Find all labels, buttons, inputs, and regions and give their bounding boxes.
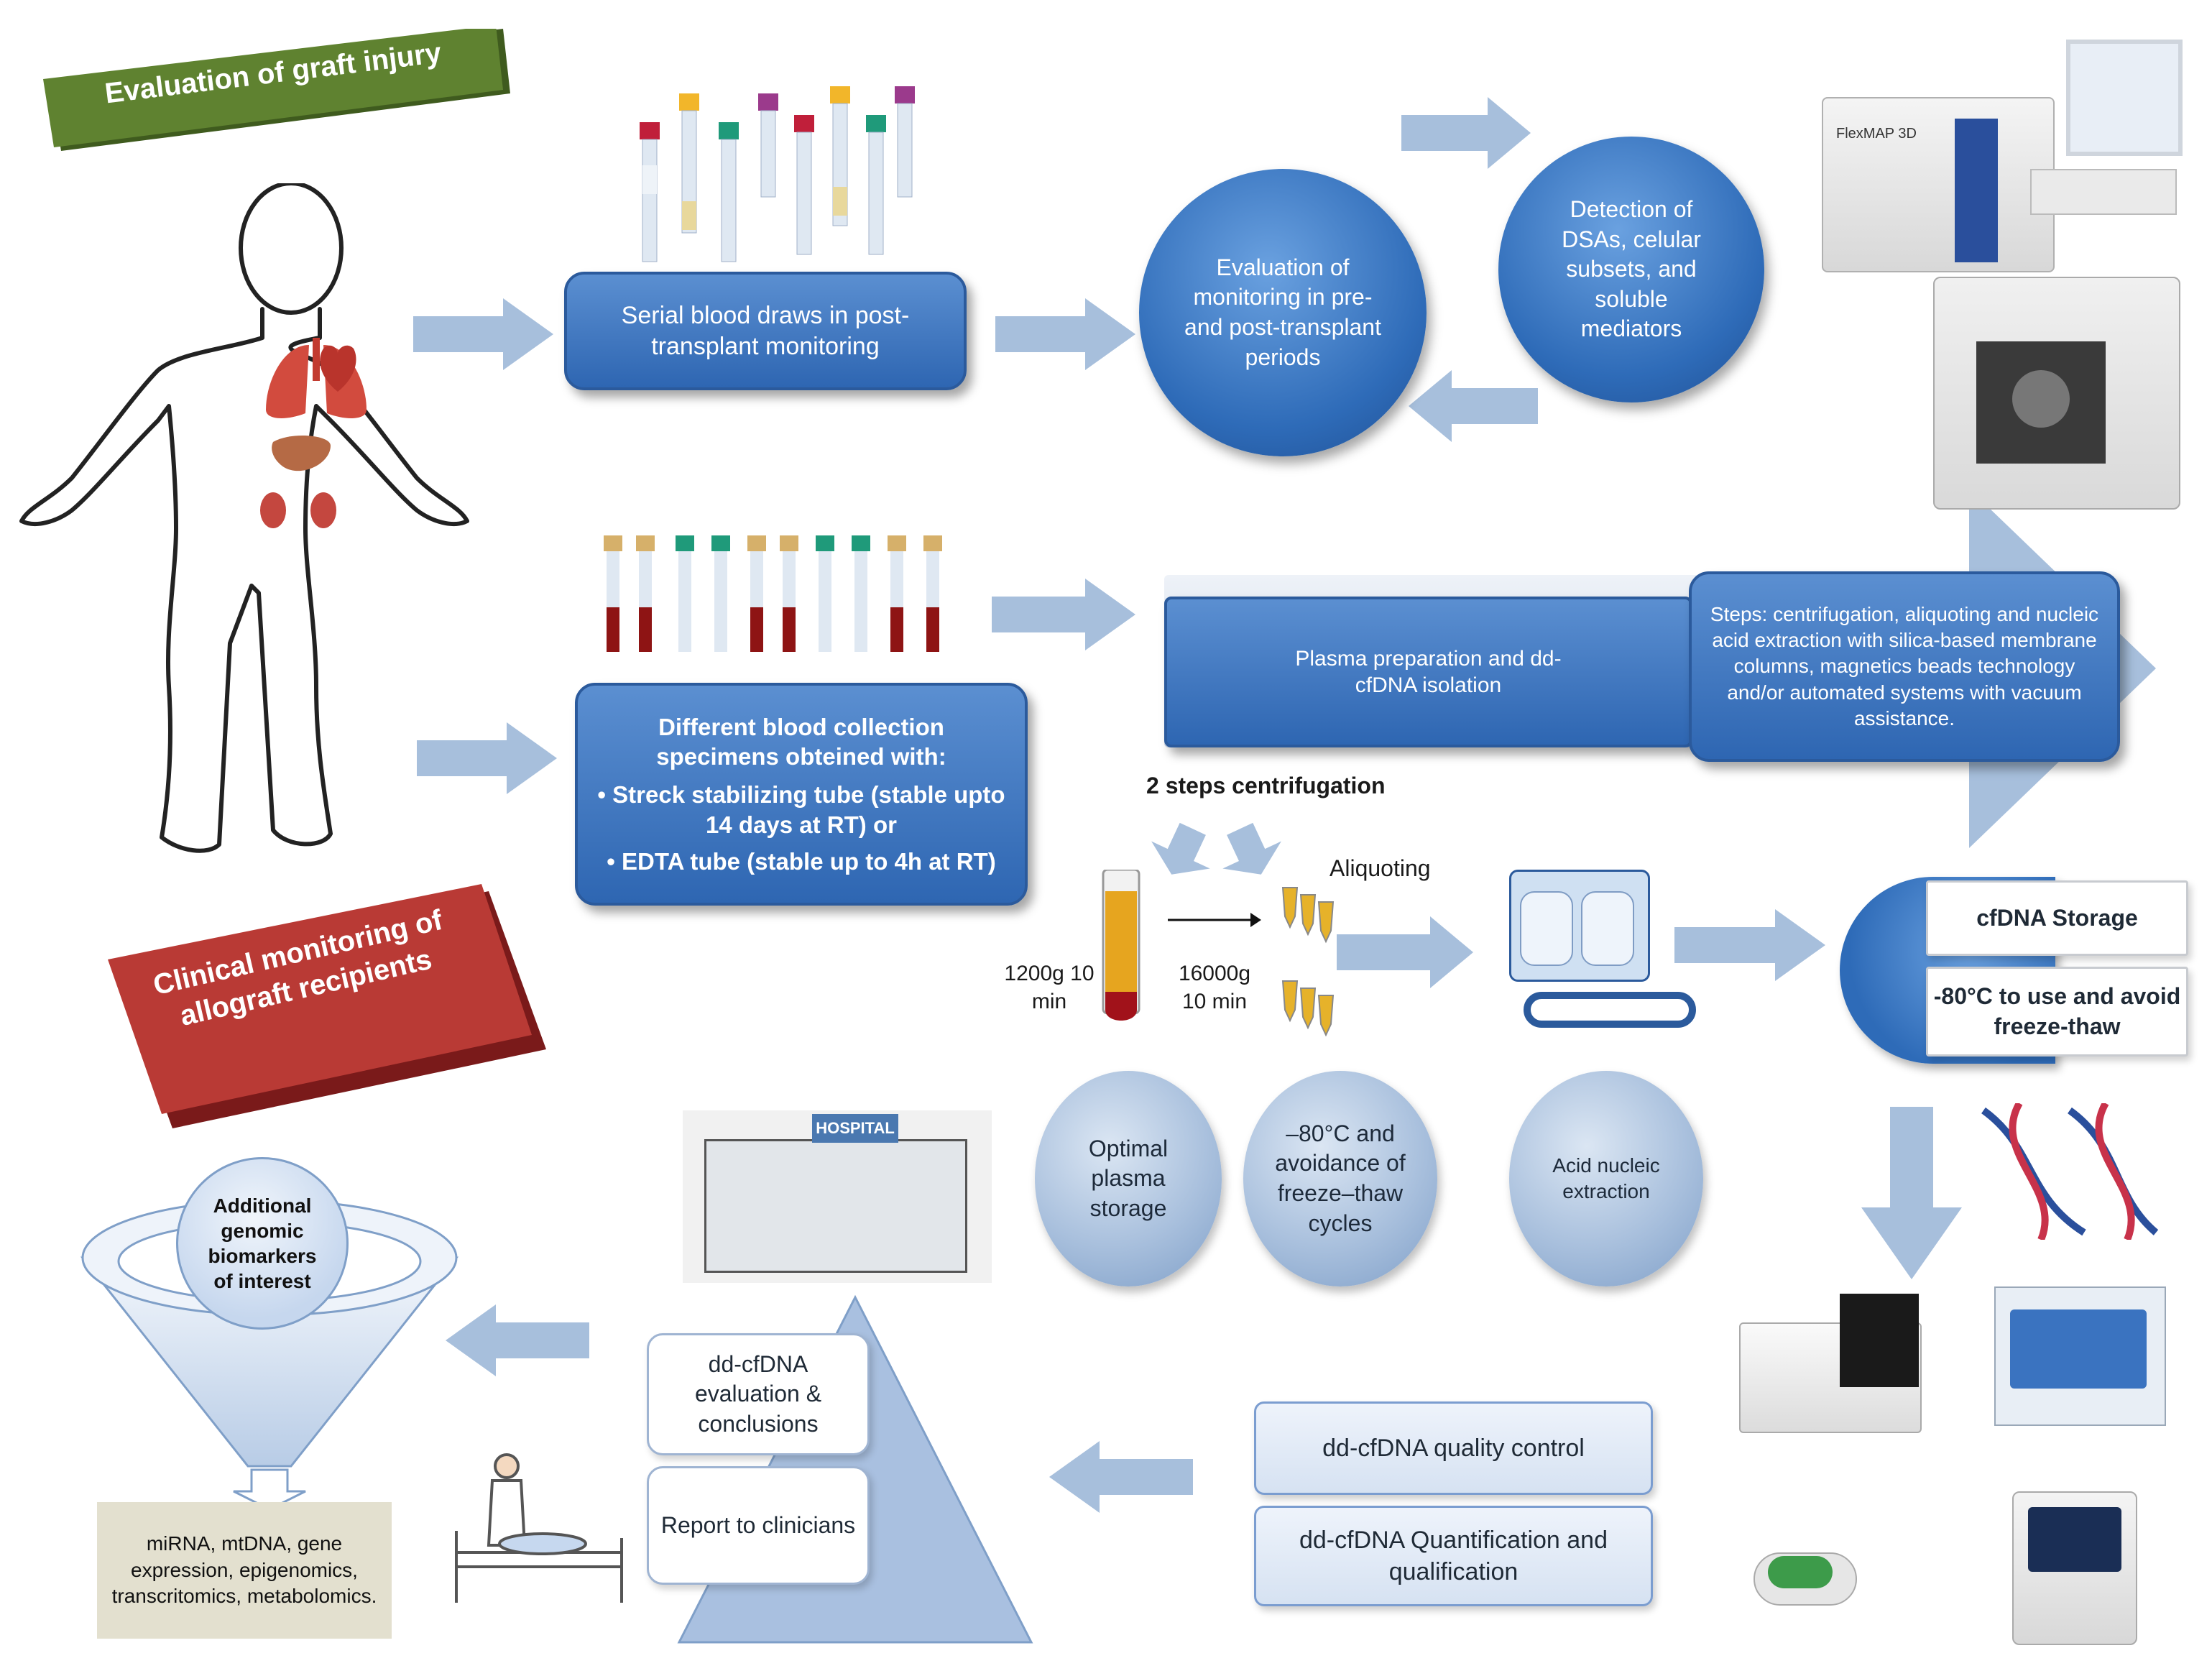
step2-label: 16000g 10 min (1178, 962, 1251, 1013)
storage-title: cfDNA Storage (1976, 904, 2138, 931)
heart-icon (320, 345, 356, 392)
centrifuge-tube (1102, 870, 1140, 1021)
serial-draws-text: Serial blood draws in post-transplant mo… (621, 302, 910, 360)
steps-box: Steps: centrifugation, aliquoting and nu… (1689, 571, 2120, 762)
freeze-thaw-text: –80°C and avoidance of freeze–thaw cycle… (1275, 1120, 1406, 1236)
plasma-prep-text: Plasma preparation and dd-cfDNA isolatio… (1295, 646, 1562, 698)
automated-extractor-instrument (1933, 277, 2181, 510)
funnel-center-circle: Additional genomic biomarkers of interes… (176, 1157, 349, 1330)
acid-extraction-text: Acid nucleic extraction (1552, 1154, 1660, 1202)
plasma-prep-box: Plasma preparation and dd-cfDNA isolatio… (1164, 597, 1692, 747)
quantification-box: dd-cfDNA Quantification and qualificatio… (1254, 1506, 1653, 1606)
evaluation-banner-shape (43, 29, 510, 151)
pyramid-report-text: Report to clinicians (660, 1511, 856, 1538)
storage-detail-box: -80°C to use and avoid freeze-thaw (1926, 967, 2188, 1057)
optimal-storage-circle: Optimal plasma storage (1035, 1071, 1222, 1286)
liver-icon (272, 435, 331, 471)
evaluation-banner: Evaluation of graft injury (29, 29, 510, 151)
pyramid-evaluation-text: dd-cfDNA evaluation & conclusions (694, 1350, 822, 1437)
evaluation-monitoring-circle: Evaluation of monitoring in pre- and pos… (1139, 169, 1427, 456)
specimen-item: • EDTA tube (stable up to 4h at RT) (607, 847, 996, 875)
storage-title-box: cfDNA Storage (1926, 880, 2188, 956)
acid-extraction-circle: Acid nucleic extraction (1509, 1071, 1703, 1286)
optimal-storage-text: Optimal plasma storage (1088, 1135, 1169, 1221)
detection-text: Detection of DSAs, celular subsets, and … (1562, 196, 1701, 342)
clinical-banner: Clinical monitoring of allograft recipie… (101, 884, 553, 1143)
funnel-center-text: Additional genomic biomarkers of interes… (208, 1194, 317, 1292)
step1-label: 1200g 10 min (1004, 962, 1095, 1013)
vacuum-extraction-apparatus (1480, 848, 1696, 1057)
clinical-banner-shape (108, 884, 546, 1128)
specimens-title: Different blood collection specimens obt… (656, 713, 946, 770)
serial-draws-box: Serial blood draws in post-transplant mo… (564, 272, 967, 390)
pyramid-evaluation-box: dd-cfDNA evaluation & conclusions (647, 1333, 870, 1455)
step-arrow (1168, 913, 1261, 927)
pcr-device (2012, 1491, 2137, 1645)
specimen-item: • Streck stabilizing tube (stable upto 1… (597, 781, 1005, 838)
flexmap-instrument: FlexMAP 3D (1822, 40, 2183, 272)
kidneys-icon (260, 492, 336, 528)
hospital-illustration: HOSPITAL (683, 1110, 992, 1283)
funnel-output-box: miRNA, mtDNA, gene expression, epigenomi… (97, 1502, 392, 1639)
sequencer-1 (1739, 1294, 1922, 1433)
doctor-patient-illustration (455, 1453, 623, 1603)
pyramid-report-box: Report to clinicians (647, 1466, 870, 1585)
funnel-output-text: miRNA, mtDNA, gene expression, epigenomi… (111, 1532, 377, 1608)
hospital-sign: HOSPITAL (812, 1114, 898, 1143)
detection-circle: Detection of DSAs, celular subsets, and … (1498, 137, 1764, 402)
evaluation-monitoring-text: Evaluation of monitoring in pre- and pos… (1184, 254, 1381, 370)
dna-helix-icon (1981, 1103, 2159, 1240)
freeze-thaw-circle: –80°C and avoidance of freeze–thaw cycle… (1243, 1071, 1437, 1286)
sequencer-2 (1994, 1286, 2166, 1426)
instrument-label: FlexMAP 3D (1836, 126, 1917, 142)
aliquoting-label: Aliquoting (1329, 855, 1431, 881)
aliquot-tubes (1281, 887, 1335, 1037)
centrifugation-title: 2 steps centrifugation (1146, 773, 1386, 798)
qubit-device (1754, 1538, 1861, 1606)
storage-detail: -80°C to use and avoid freeze-thaw (1933, 982, 2181, 1039)
blood-tubes-middle (604, 535, 942, 652)
blood-tubes-top (640, 86, 915, 262)
steps-text: Steps: centrifugation, aliquoting and nu… (1710, 602, 2099, 730)
quantification-text: dd-cfDNA Quantification and qualificatio… (1299, 1526, 1608, 1585)
human-body-outline (19, 183, 469, 853)
specimens-box: Different blood collection specimens obt… (575, 683, 1028, 906)
quality-control-text: dd-cfDNA quality control (1322, 1434, 1585, 1462)
quality-control-box: dd-cfDNA quality control (1254, 1401, 1653, 1495)
